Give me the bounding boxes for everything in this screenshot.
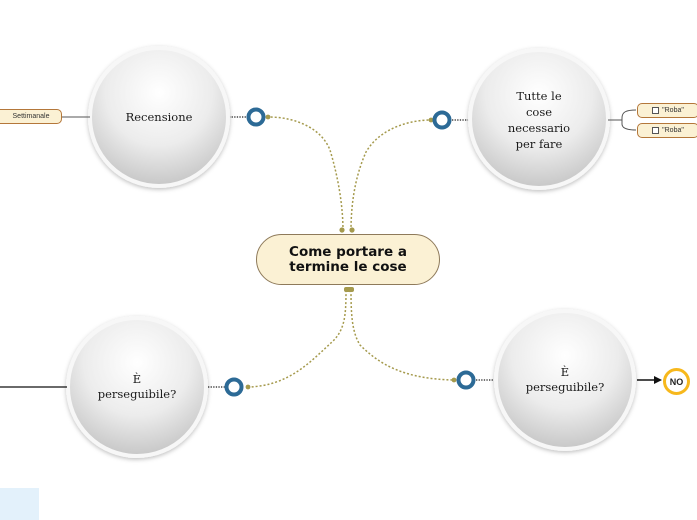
todo-item-roba-2[interactable]: "Roba" <box>637 123 697 138</box>
checkbox-icon[interactable] <box>652 127 660 134</box>
bubble-tutte[interactable] <box>468 48 610 190</box>
bubble-label-recensione: Recensione <box>125 109 193 124</box>
collapse-knob-perseguibile-left[interactable] <box>224 377 244 397</box>
collapse-knob-tutte[interactable] <box>432 110 452 130</box>
bubble-label-perseguibile-right: È perseguibile? <box>525 365 605 394</box>
connector-roba <box>608 109 637 131</box>
canvas-corner-panel <box>0 488 39 520</box>
connector-perseguibile-left <box>247 289 347 388</box>
collapse-knob-perseguibile-right[interactable] <box>456 370 476 390</box>
todo-item-label: "Roba" <box>662 127 684 134</box>
checkbox-icon[interactable] <box>652 107 660 114</box>
connector-perseguibile-right <box>350 289 455 381</box>
bubble-perseguibile-left[interactable] <box>66 316 208 458</box>
arrow-to-no <box>637 376 662 384</box>
bubble-label-tutte: Tutte le cose necessario per fare <box>507 89 571 151</box>
todo-item-roba-1[interactable]: "Roba" <box>637 103 697 118</box>
bubble-label-perseguibile-left: È perseguibile? <box>97 372 177 401</box>
central-topic-label: Come portare a termine le cose <box>289 243 407 275</box>
tag-settimanale[interactable]: Settimanale <box>0 109 62 124</box>
central-topic[interactable]: Come portare a termine le cose <box>256 234 440 285</box>
tag-settimanale-label: Settimanale <box>12 113 50 120</box>
result-no-label: NO <box>669 376 684 387</box>
connector-recensione <box>268 116 344 232</box>
connector-tutte <box>350 119 432 232</box>
bubble-perseguibile-right[interactable] <box>494 309 636 451</box>
todo-item-label: "Roba" <box>662 107 684 114</box>
result-no-node[interactable]: NO <box>663 368 690 395</box>
collapse-knob-recensione[interactable] <box>246 107 266 127</box>
